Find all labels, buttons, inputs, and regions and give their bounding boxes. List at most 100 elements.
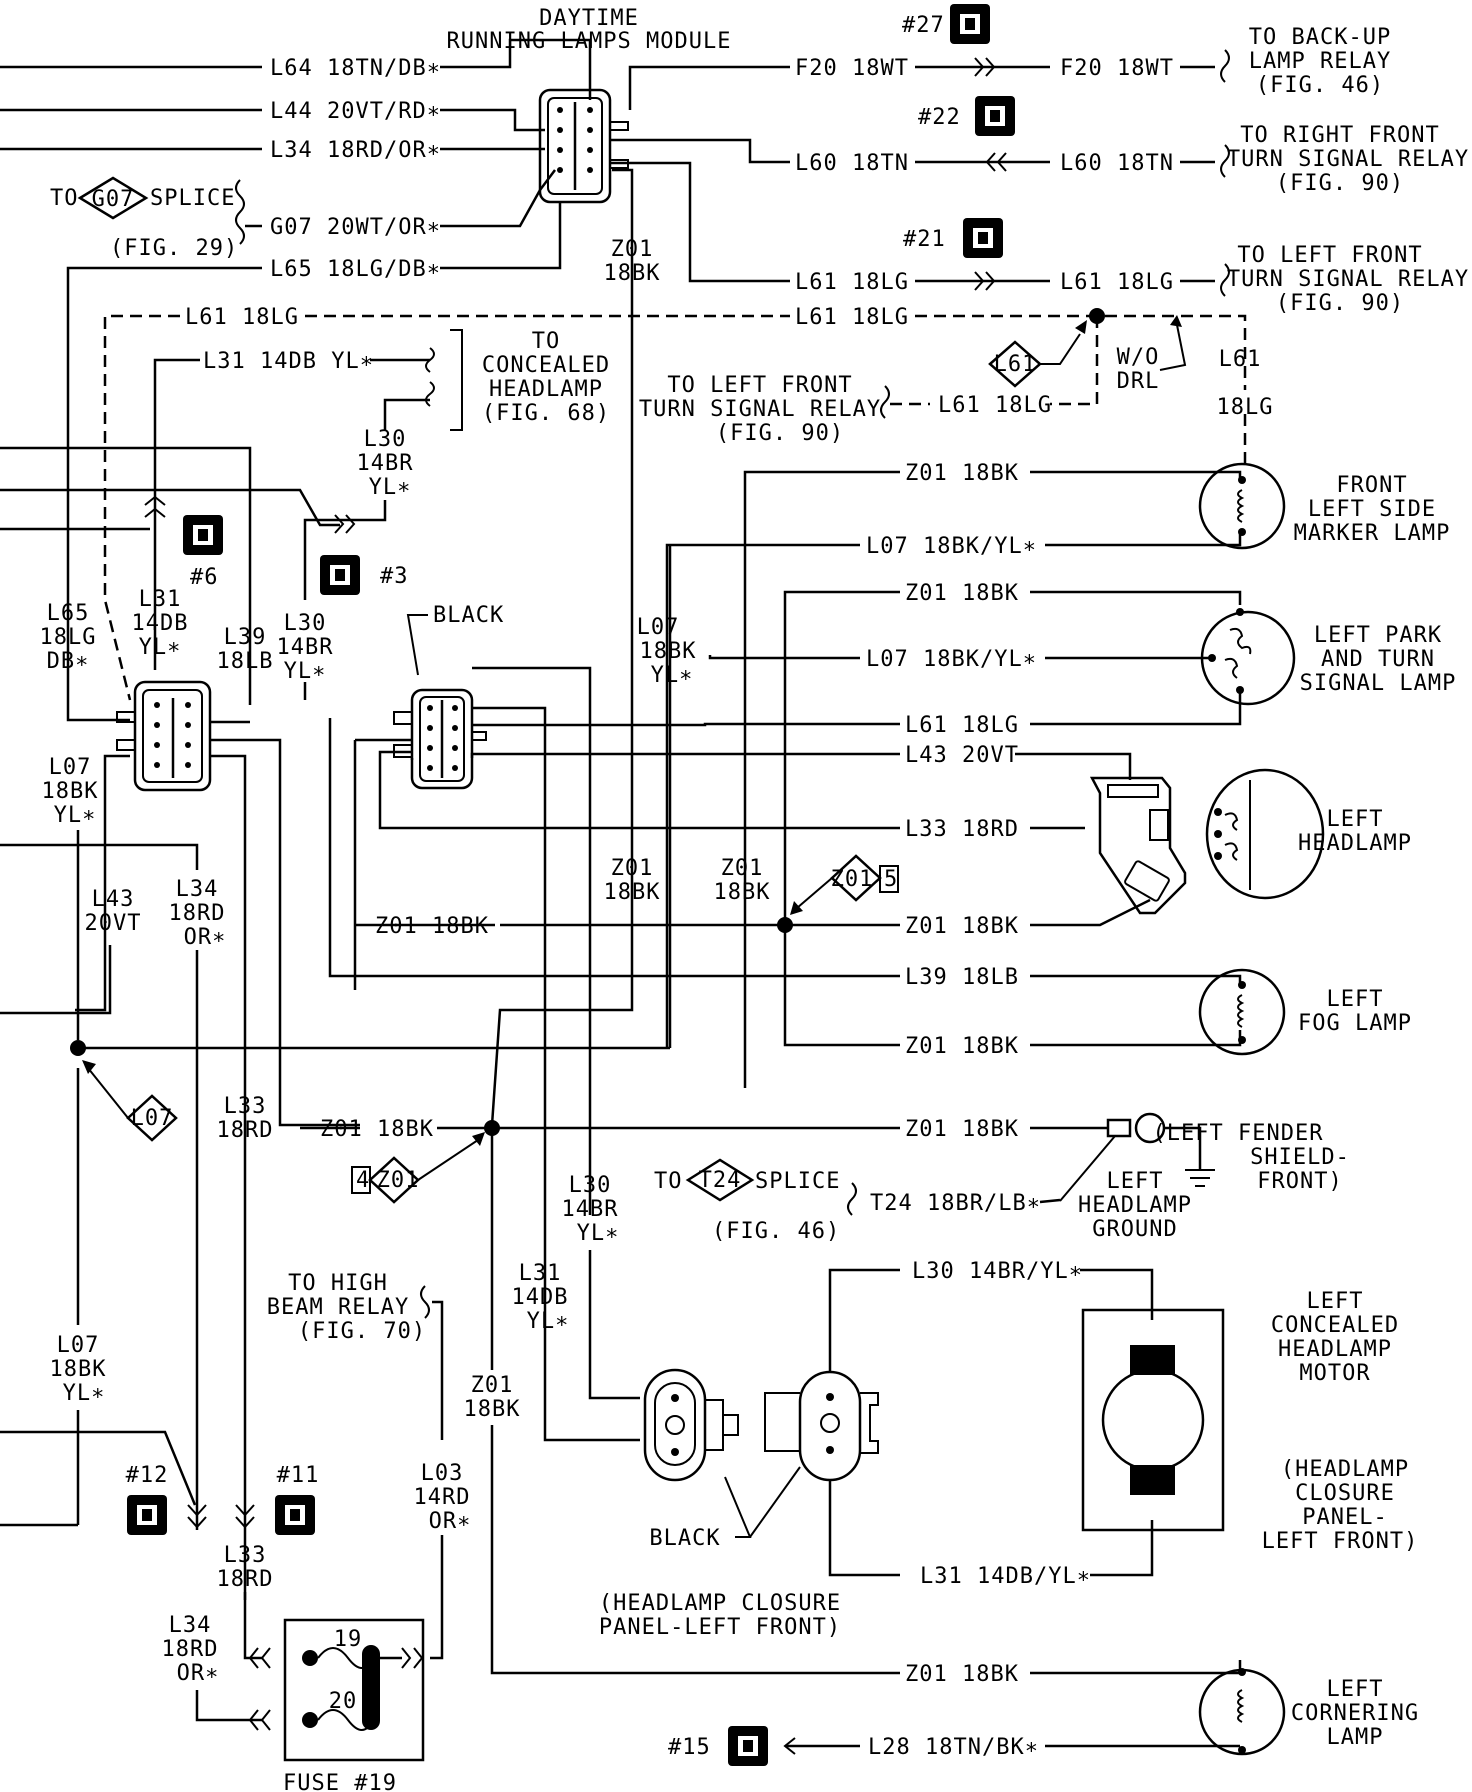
z01-4-num: 4 bbox=[356, 1168, 370, 1193]
concealed-headlamp-motor bbox=[1081, 1308, 1225, 1532]
l03-2: 14RD bbox=[414, 1485, 471, 1510]
l34-low-3: OR∗ bbox=[177, 1661, 220, 1686]
z01-c-2: 18BK bbox=[714, 880, 771, 905]
rightfront-line3: (FIG. 90) bbox=[1276, 171, 1404, 196]
wire-l44: L44 20VT/RD∗ bbox=[270, 99, 441, 124]
l33-v-2: 18RD bbox=[217, 1118, 274, 1143]
wire-z01-gnd: Z01 18BK bbox=[905, 1117, 1019, 1142]
connector-27: #27 bbox=[902, 13, 945, 38]
headlamp-1: LEFT bbox=[1327, 807, 1384, 832]
headlamp-2: HEADLAMP bbox=[1298, 831, 1412, 856]
wire-l34: L34 18RD/OR∗ bbox=[270, 138, 441, 163]
z01-b-2: 18BK bbox=[604, 880, 661, 905]
park-3: SIGNAL LAMP bbox=[1300, 671, 1457, 696]
connector-12: #12 bbox=[126, 1463, 169, 1488]
l07-splice-diamond bbox=[126, 1094, 178, 1142]
wire-l07-marker: L07 18BK/YL∗ bbox=[866, 534, 1037, 559]
concealed-2: CONCEALED bbox=[482, 353, 610, 378]
ground-1: LEFT bbox=[1107, 1169, 1164, 1194]
marker-2: LEFT SIDE bbox=[1308, 497, 1436, 522]
wire-l61-dash-left: L61 18LG bbox=[185, 305, 299, 330]
l07-b-2: 18BK bbox=[640, 639, 697, 664]
black-label-top: BLACK bbox=[433, 603, 504, 628]
wire-l61-dash-right: L61 18LG bbox=[795, 305, 909, 330]
t24-fig: (FIG. 46) bbox=[712, 1219, 840, 1244]
wire-l61-right: L61 18LG bbox=[1060, 270, 1174, 295]
closure-right-4: LEFT FRONT) bbox=[1262, 1529, 1419, 1554]
leftfront-line1: TO LEFT FRONT bbox=[1237, 243, 1422, 268]
wire-g07: G07 20WT/OR∗ bbox=[270, 215, 441, 240]
l07-low-3: YL∗ bbox=[63, 1381, 106, 1406]
wire-l61-left: L61 18LG bbox=[795, 270, 909, 295]
z01-5-id: Z01 bbox=[831, 867, 874, 892]
motor-4: MOTOR bbox=[1299, 1361, 1370, 1386]
wire-l07-park: L07 18BK/YL∗ bbox=[866, 647, 1037, 672]
l30-low-2: 14BR bbox=[562, 1197, 619, 1222]
wire-l28: L28 18TN/BK∗ bbox=[868, 1735, 1039, 1760]
black-label-bottom: BLACK bbox=[649, 1526, 720, 1551]
l07-a-3: YL∗ bbox=[54, 803, 97, 828]
backup-line2: LAMP RELAY bbox=[1249, 49, 1391, 74]
g07-fig: (FIG. 29) bbox=[110, 236, 238, 261]
fog-lamp bbox=[1198, 968, 1286, 1056]
highbeam-2: BEAM RELAY bbox=[267, 1295, 409, 1320]
headlamp bbox=[1205, 768, 1325, 900]
l07-low-2: 18BK bbox=[50, 1357, 107, 1382]
closure-right-3: PANEL- bbox=[1302, 1505, 1387, 1530]
fender-1: (LEFT FENDER bbox=[1153, 1121, 1324, 1146]
ground-2: HEADLAMP bbox=[1078, 1193, 1192, 1218]
wire-l31-motor: L31 14DB/YL∗ bbox=[920, 1564, 1091, 1589]
drl-module-connector bbox=[538, 88, 629, 204]
leftfront-mid-3: (FIG. 90) bbox=[716, 421, 844, 446]
l34-low-2: 18RD bbox=[162, 1637, 219, 1662]
l39-v-1: L39 bbox=[224, 625, 267, 650]
l03-1: L03 bbox=[421, 1461, 464, 1486]
l31-low-2: 14DB bbox=[512, 1285, 569, 1310]
wire-l33: L33 18RD bbox=[905, 817, 1019, 842]
z01-module-2: 18BK bbox=[604, 261, 661, 286]
motor-1: LEFT bbox=[1307, 1289, 1364, 1314]
l65-v-2: 18LG bbox=[40, 625, 97, 650]
l07-low-1: L07 bbox=[57, 1333, 100, 1358]
wire-l31: L31 14DB YL∗ bbox=[203, 349, 374, 374]
l07-a-2: 18BK bbox=[42, 779, 99, 804]
wire-l39: L39 18LB bbox=[905, 965, 1019, 990]
l30-v-1: L30 bbox=[284, 611, 327, 636]
wire-f20-right: F20 18WT bbox=[1060, 56, 1174, 81]
g07-to-label: TO bbox=[50, 186, 79, 211]
wire-z01-fog: Z01 18BK bbox=[905, 1034, 1019, 1059]
z01-b-1: Z01 bbox=[611, 856, 654, 881]
z01-4-id: Z01 bbox=[377, 1168, 420, 1193]
t24-to: TO bbox=[654, 1169, 683, 1194]
cornering-1: LEFT bbox=[1327, 1677, 1384, 1702]
z01-module-1: Z01 bbox=[611, 237, 654, 262]
g07-splice-label: SPLICE bbox=[150, 186, 235, 211]
l30-v-2: 14BR bbox=[277, 635, 334, 660]
fuse-19 bbox=[248, 1618, 425, 1762]
l34-v-1: L34 bbox=[176, 877, 219, 902]
rightfront-line1: TO RIGHT FRONT bbox=[1240, 123, 1439, 148]
closure-right-2: CLOSURE bbox=[1295, 1481, 1395, 1506]
concealed-3: HEADLAMP bbox=[489, 377, 603, 402]
cornering-lamp bbox=[1198, 1668, 1286, 1756]
concealed-4: (FIG. 68) bbox=[482, 401, 610, 426]
l33-v-1: L33 bbox=[224, 1094, 267, 1119]
module-title-line2: RUNNING LAMPS MODULE bbox=[447, 29, 732, 54]
l30-v-3: YL∗ bbox=[284, 659, 327, 684]
l07-a-1: L07 bbox=[49, 755, 92, 780]
l34-low-1: L34 bbox=[169, 1613, 212, 1638]
l31-v-3: YL∗ bbox=[139, 635, 182, 660]
fuse-name: FUSE #19 bbox=[283, 1771, 397, 1792]
fuse-19-label: 19 bbox=[334, 1627, 363, 1652]
wire-z01-gnd-left: Z01 18BK bbox=[320, 1117, 434, 1142]
wo-drl-1: W/O bbox=[1117, 345, 1160, 370]
l34-v-2: 18RD bbox=[169, 901, 226, 926]
front-side-marker-lamp bbox=[1198, 462, 1286, 550]
closure-right-1: (HEADLAMP bbox=[1281, 1457, 1409, 1482]
park-2: AND TURN bbox=[1321, 647, 1435, 672]
rightfront-line2: TURN SIGNAL RELAY bbox=[1227, 147, 1469, 172]
wire-l60-right: L60 18TN bbox=[1060, 151, 1174, 176]
marker-3: MARKER LAMP bbox=[1294, 521, 1451, 546]
wire-z01-corner: Z01 18BK bbox=[905, 1662, 1019, 1687]
wire-l30-motor: L30 14BR/YL∗ bbox=[912, 1259, 1083, 1284]
